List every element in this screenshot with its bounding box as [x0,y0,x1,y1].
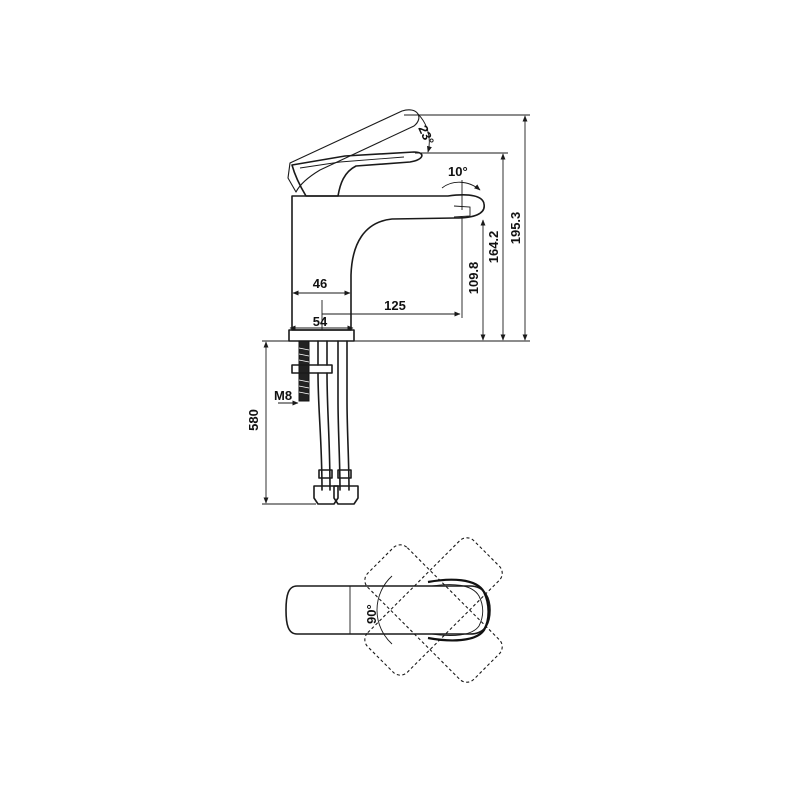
dim-body-width: 46 [313,276,327,291]
thread-marks [298,347,310,395]
handle-plan-outline [427,578,490,642]
dim-handle-height: 164.2 [486,231,501,264]
top-view: 90° [285,537,503,683]
hose-left-inner [326,340,331,491]
lever-handle-tilted [287,109,420,193]
rotation-angle-arc [376,575,393,645]
dim-base-diameter: 54 [313,314,328,329]
faucet-body-outline [291,194,485,331]
dim-handle-angle: 23° [415,123,437,147]
dim-hose-length: 580 [246,409,261,431]
mounting-bracket [291,364,333,374]
body-plan-outline [285,585,491,635]
handle-rotated-upper [364,537,503,676]
side-view: 195.3 164.2 109.8 46 125 54 580 M8 23° 1… [246,109,530,505]
hose-nut-right [333,485,359,505]
handle-angle-arc [417,113,432,153]
hose-right-inner [346,340,350,491]
hose-crimp-right [337,469,352,479]
dim-rotation-angle: 90° [364,604,379,624]
dim-spout-height: 109.8 [466,262,481,295]
threaded-rod [298,340,310,402]
hose-crimp-left [318,469,333,479]
lever-handle [291,151,423,197]
dim-spout-reach: 125 [384,298,406,313]
base-plate [288,329,355,342]
hose-right [337,340,341,491]
dim-spout-angle: 10° [448,164,468,179]
lever-handle-inner [299,156,405,169]
handle-plan-inner [431,584,484,636]
handle-rotated-lower [364,544,503,683]
hose-left [317,340,323,491]
dim-total-height: 195.3 [508,212,523,245]
spout-angle-arc [441,181,481,191]
dim-thread: M8 [274,388,292,403]
